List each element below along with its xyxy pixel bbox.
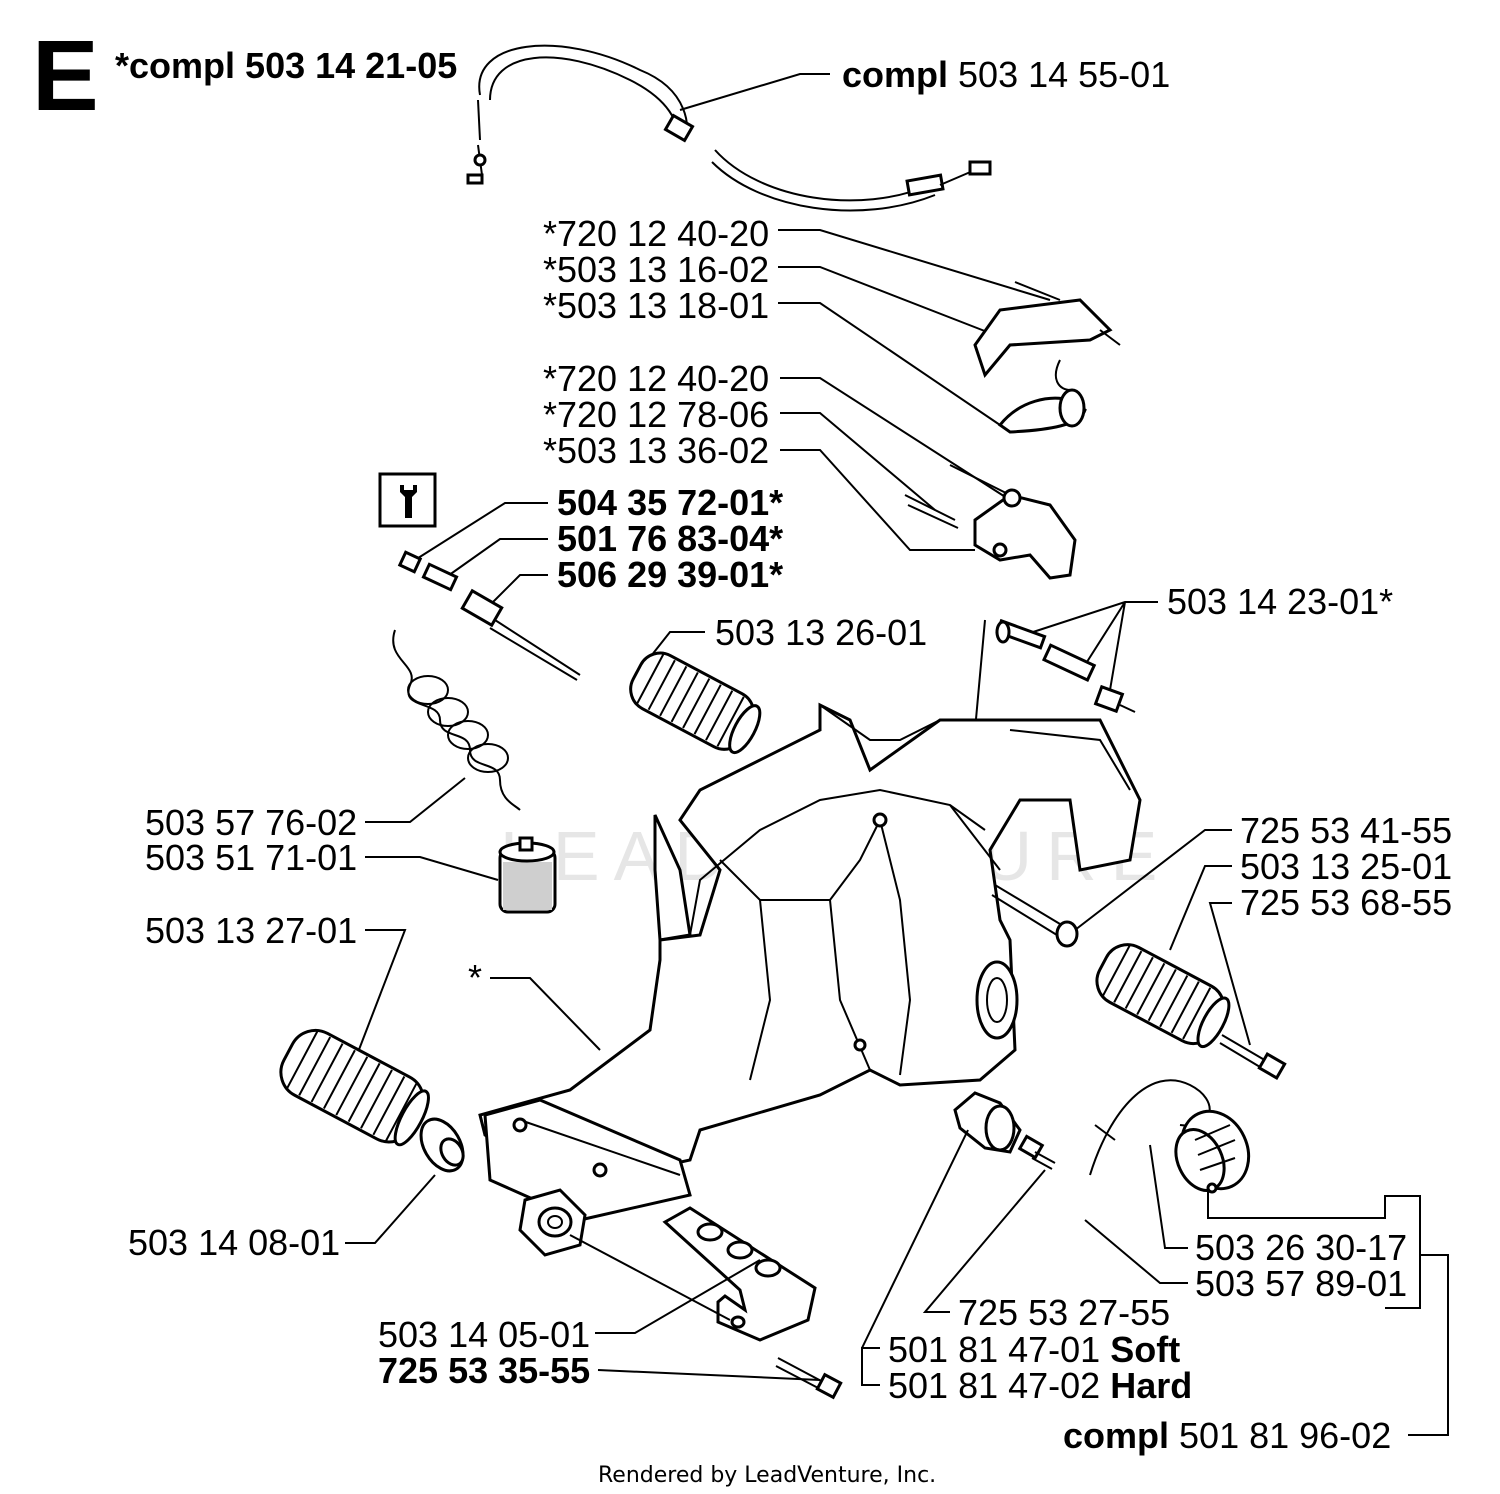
leader-mid-2 [780, 412, 936, 511]
leader-tool-2 [444, 538, 548, 579]
label-mid-2: *720 12 78-06 [543, 394, 769, 435]
leader-bracket [595, 1259, 761, 1334]
label-tool-1: 504 35 72-01* [557, 482, 783, 523]
label-cap-1: 503 26 30-17 [1195, 1227, 1407, 1268]
spring-hose-part [392, 629, 521, 811]
label-mid-1: *720 12 40-20 [543, 358, 769, 399]
right-screw-part [1219, 1034, 1287, 1080]
leader-tool-1 [414, 502, 548, 561]
right-group-labels: 725 53 41-55 503 13 25-01 725 53 68-55 [1240, 810, 1452, 923]
fuel-tank-handle-body [478, 702, 1142, 1257]
label-top-2: *503 13 16-02 [543, 249, 769, 290]
av-element-left-part [279, 1028, 430, 1147]
label-throttle-cable: compl 503 14 55-01 [842, 54, 1170, 95]
label-spring-hose: 503 57 76-02 [145, 802, 357, 843]
throttle-trigger-part [904, 464, 1077, 580]
cap-group-labels: 503 26 30-17 503 57 89-01 [1195, 1227, 1407, 1304]
leader-top-3 [778, 302, 1001, 426]
leader-top-2 [778, 266, 996, 336]
leader-top-1 [778, 229, 1051, 301]
label-mid-3: *503 13 36-02 [543, 430, 769, 471]
leader-throttle-cable [679, 73, 830, 111]
fuel-filter-part [498, 836, 557, 914]
leader-washer [345, 1174, 436, 1244]
small-screw-part [1017, 1134, 1056, 1170]
leader-buffer [861, 1129, 969, 1386]
leader-mid-1 [780, 377, 1011, 501]
av-element-right-part [1095, 943, 1231, 1049]
label-right-1: 725 53 41-55 [1240, 810, 1452, 851]
top-group-labels: *720 12 40-20 *503 13 16-02 *503 13 18-0… [543, 213, 769, 326]
label-bracket-screw: 725 53 35-55 [378, 1350, 590, 1391]
label-screw-kit: 503 14 23-01* [1167, 581, 1393, 622]
label-av-left: 503 13 27-01 [145, 910, 357, 951]
av-element-top-part [629, 651, 762, 755]
section-letter: E [32, 20, 99, 132]
bracket-plate-part [662, 1206, 817, 1342]
leader-mid-3 [780, 449, 975, 551]
label-buffer-hard: 501 81 47-02 Hard [888, 1365, 1192, 1406]
bracket-screw-part [775, 1357, 843, 1400]
tool-group-labels: 504 35 72-01* 501 76 83-04* 506 29 39-01… [557, 482, 783, 595]
label-tool-2: 501 76 83-04* [557, 518, 783, 559]
leader-av-left [354, 929, 407, 1061]
label-buffer-soft: 501 81 47-01 Soft [888, 1329, 1180, 1370]
label-tank-asterisk: * [468, 957, 482, 998]
label-washer: 503 14 08-01 [128, 1222, 340, 1263]
leader-tool-3 [489, 574, 548, 606]
leader-tank [490, 977, 601, 1051]
lockout-lever-part [973, 281, 1121, 434]
footer-credit: Rendered by LeadVenture, Inc. [598, 1463, 936, 1488]
header-label: *compl 503 14 21-05 [115, 45, 457, 86]
leader-cap-1 [1149, 1144, 1188, 1249]
label-av-top: 503 13 26-01 [715, 612, 927, 653]
buffer-part [953, 1091, 1022, 1154]
wrench-icon [378, 472, 437, 528]
label-top-3: *503 13 18-01 [543, 285, 769, 326]
label-right-2: 503 13 25-01 [1240, 846, 1452, 887]
label-bracket: 503 14 05-01 [378, 1314, 590, 1355]
label-filter: 503 51 71-01 [145, 837, 357, 878]
leader-right-1 [1074, 829, 1232, 931]
label-top-1: *720 12 40-20 [543, 213, 769, 254]
label-tool-3: 506 29 39-01* [557, 554, 783, 595]
label-cap-compl: compl 501 81 96-02 [1063, 1415, 1391, 1456]
label-small-screw: 725 53 27-55 [958, 1292, 1170, 1333]
pin-parts [397, 550, 581, 681]
leader-screw-kit [1029, 601, 1158, 691]
fuel-cap-part [1089, 1079, 1251, 1194]
throttle-cable-part [466, 44, 992, 212]
washer-part [419, 1117, 465, 1173]
leader-right-2 [1169, 865, 1232, 951]
bracket-cap-group [1207, 1190, 1421, 1309]
leader-small-screw [922, 1169, 1046, 1313]
long-bolt-part [991, 884, 1079, 948]
bracket-cap-compl [1408, 1254, 1449, 1436]
leader-filter [365, 856, 499, 881]
screw-kit-parts [995, 618, 1136, 714]
label-cap-2: 503 57 89-01 [1195, 1263, 1407, 1304]
label-right-3: 725 53 68-55 [1240, 882, 1452, 923]
leader-right-3 [1208, 902, 1251, 1046]
leader-bracket-screw [597, 1369, 821, 1381]
mid-group-labels: *720 12 40-20 *720 12 78-06 *503 13 36-0… [543, 358, 769, 471]
leader-cap-2 [1084, 1219, 1188, 1284]
leader-spring-hose [365, 777, 466, 823]
